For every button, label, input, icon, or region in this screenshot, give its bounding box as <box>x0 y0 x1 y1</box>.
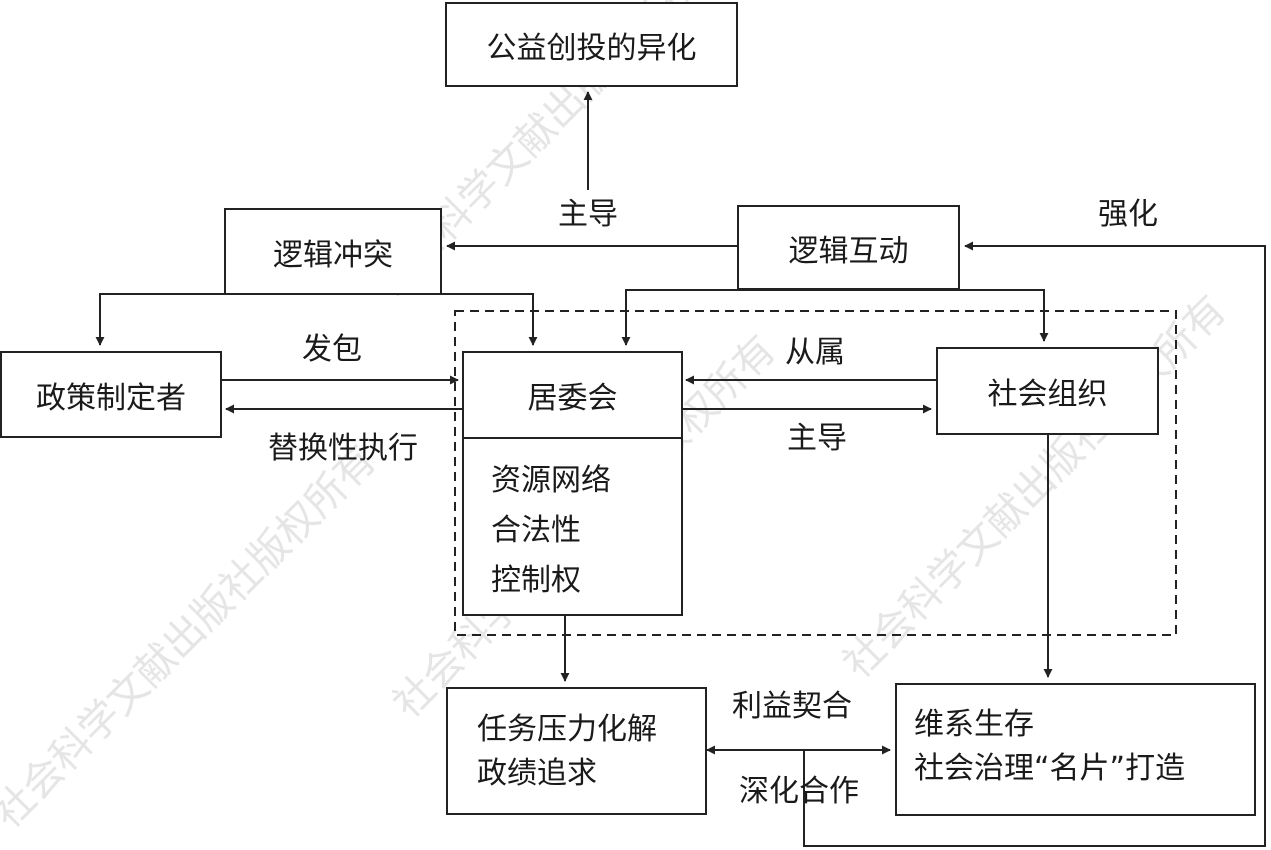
node-social-org: 社会组织 <box>936 347 1159 435</box>
node-alienation: 公益创投的异化 <box>445 2 738 87</box>
node-residents-committee-label: 居委会 <box>527 381 618 416</box>
label-strengthen: 强化 <box>1098 197 1158 232</box>
survival-line-2: 社会治理“名片”打造 <box>914 751 1186 786</box>
node-residents-committee-header: 居委会 <box>464 353 681 439</box>
label-deepen-cooperation: 深化合作 <box>739 774 859 809</box>
label-lead-top: 主导 <box>558 197 618 232</box>
arrow-strengthen-loop <box>803 241 1266 847</box>
node-residents-committee: 居委会 资源网络 合法性 控制权 <box>462 351 683 616</box>
arrow-conflict-to-policy <box>95 293 313 346</box>
node-survival: 维系生存 社会治理“名片”打造 <box>895 683 1256 816</box>
node-social-org-label: 社会组织 <box>987 377 1108 412</box>
label-interest-fit: 利益契合 <box>732 689 852 724</box>
node-policy-maker-label: 政策制定者 <box>36 380 186 416</box>
arrow-interaction-to-committee <box>621 289 847 346</box>
node-alienation-label: 公益创投的异化 <box>486 30 697 66</box>
committee-attr-legitimacy: 合法性 <box>491 513 581 548</box>
node-task-pressure: 任务压力化解 政绩追求 <box>446 687 707 815</box>
dashed-frame <box>454 310 1177 636</box>
node-logic-conflict-label: 逻辑冲突 <box>273 237 393 273</box>
arrow-interaction-to-socialorg <box>847 289 1049 342</box>
label-subordinate: 从属 <box>785 335 845 370</box>
node-logic-interaction-label: 逻辑互动 <box>788 233 909 269</box>
node-logic-interaction: 逻辑互动 <box>737 205 960 290</box>
label-contract-out: 发包 <box>302 332 362 367</box>
task-pressure-line-1: 任务压力化解 <box>477 712 657 747</box>
label-lead-mid: 主导 <box>787 421 847 456</box>
label-substitute-execution: 替换性执行 <box>268 431 418 466</box>
survival-line-1: 维系生存 <box>914 707 1034 742</box>
committee-attr-resource: 资源网络 <box>491 463 611 498</box>
node-logic-conflict: 逻辑冲突 <box>224 208 442 295</box>
task-pressure-line-2: 政绩追求 <box>477 756 597 791</box>
committee-attr-control: 控制权 <box>491 563 581 598</box>
node-policy-maker: 政策制定者 <box>0 351 222 438</box>
